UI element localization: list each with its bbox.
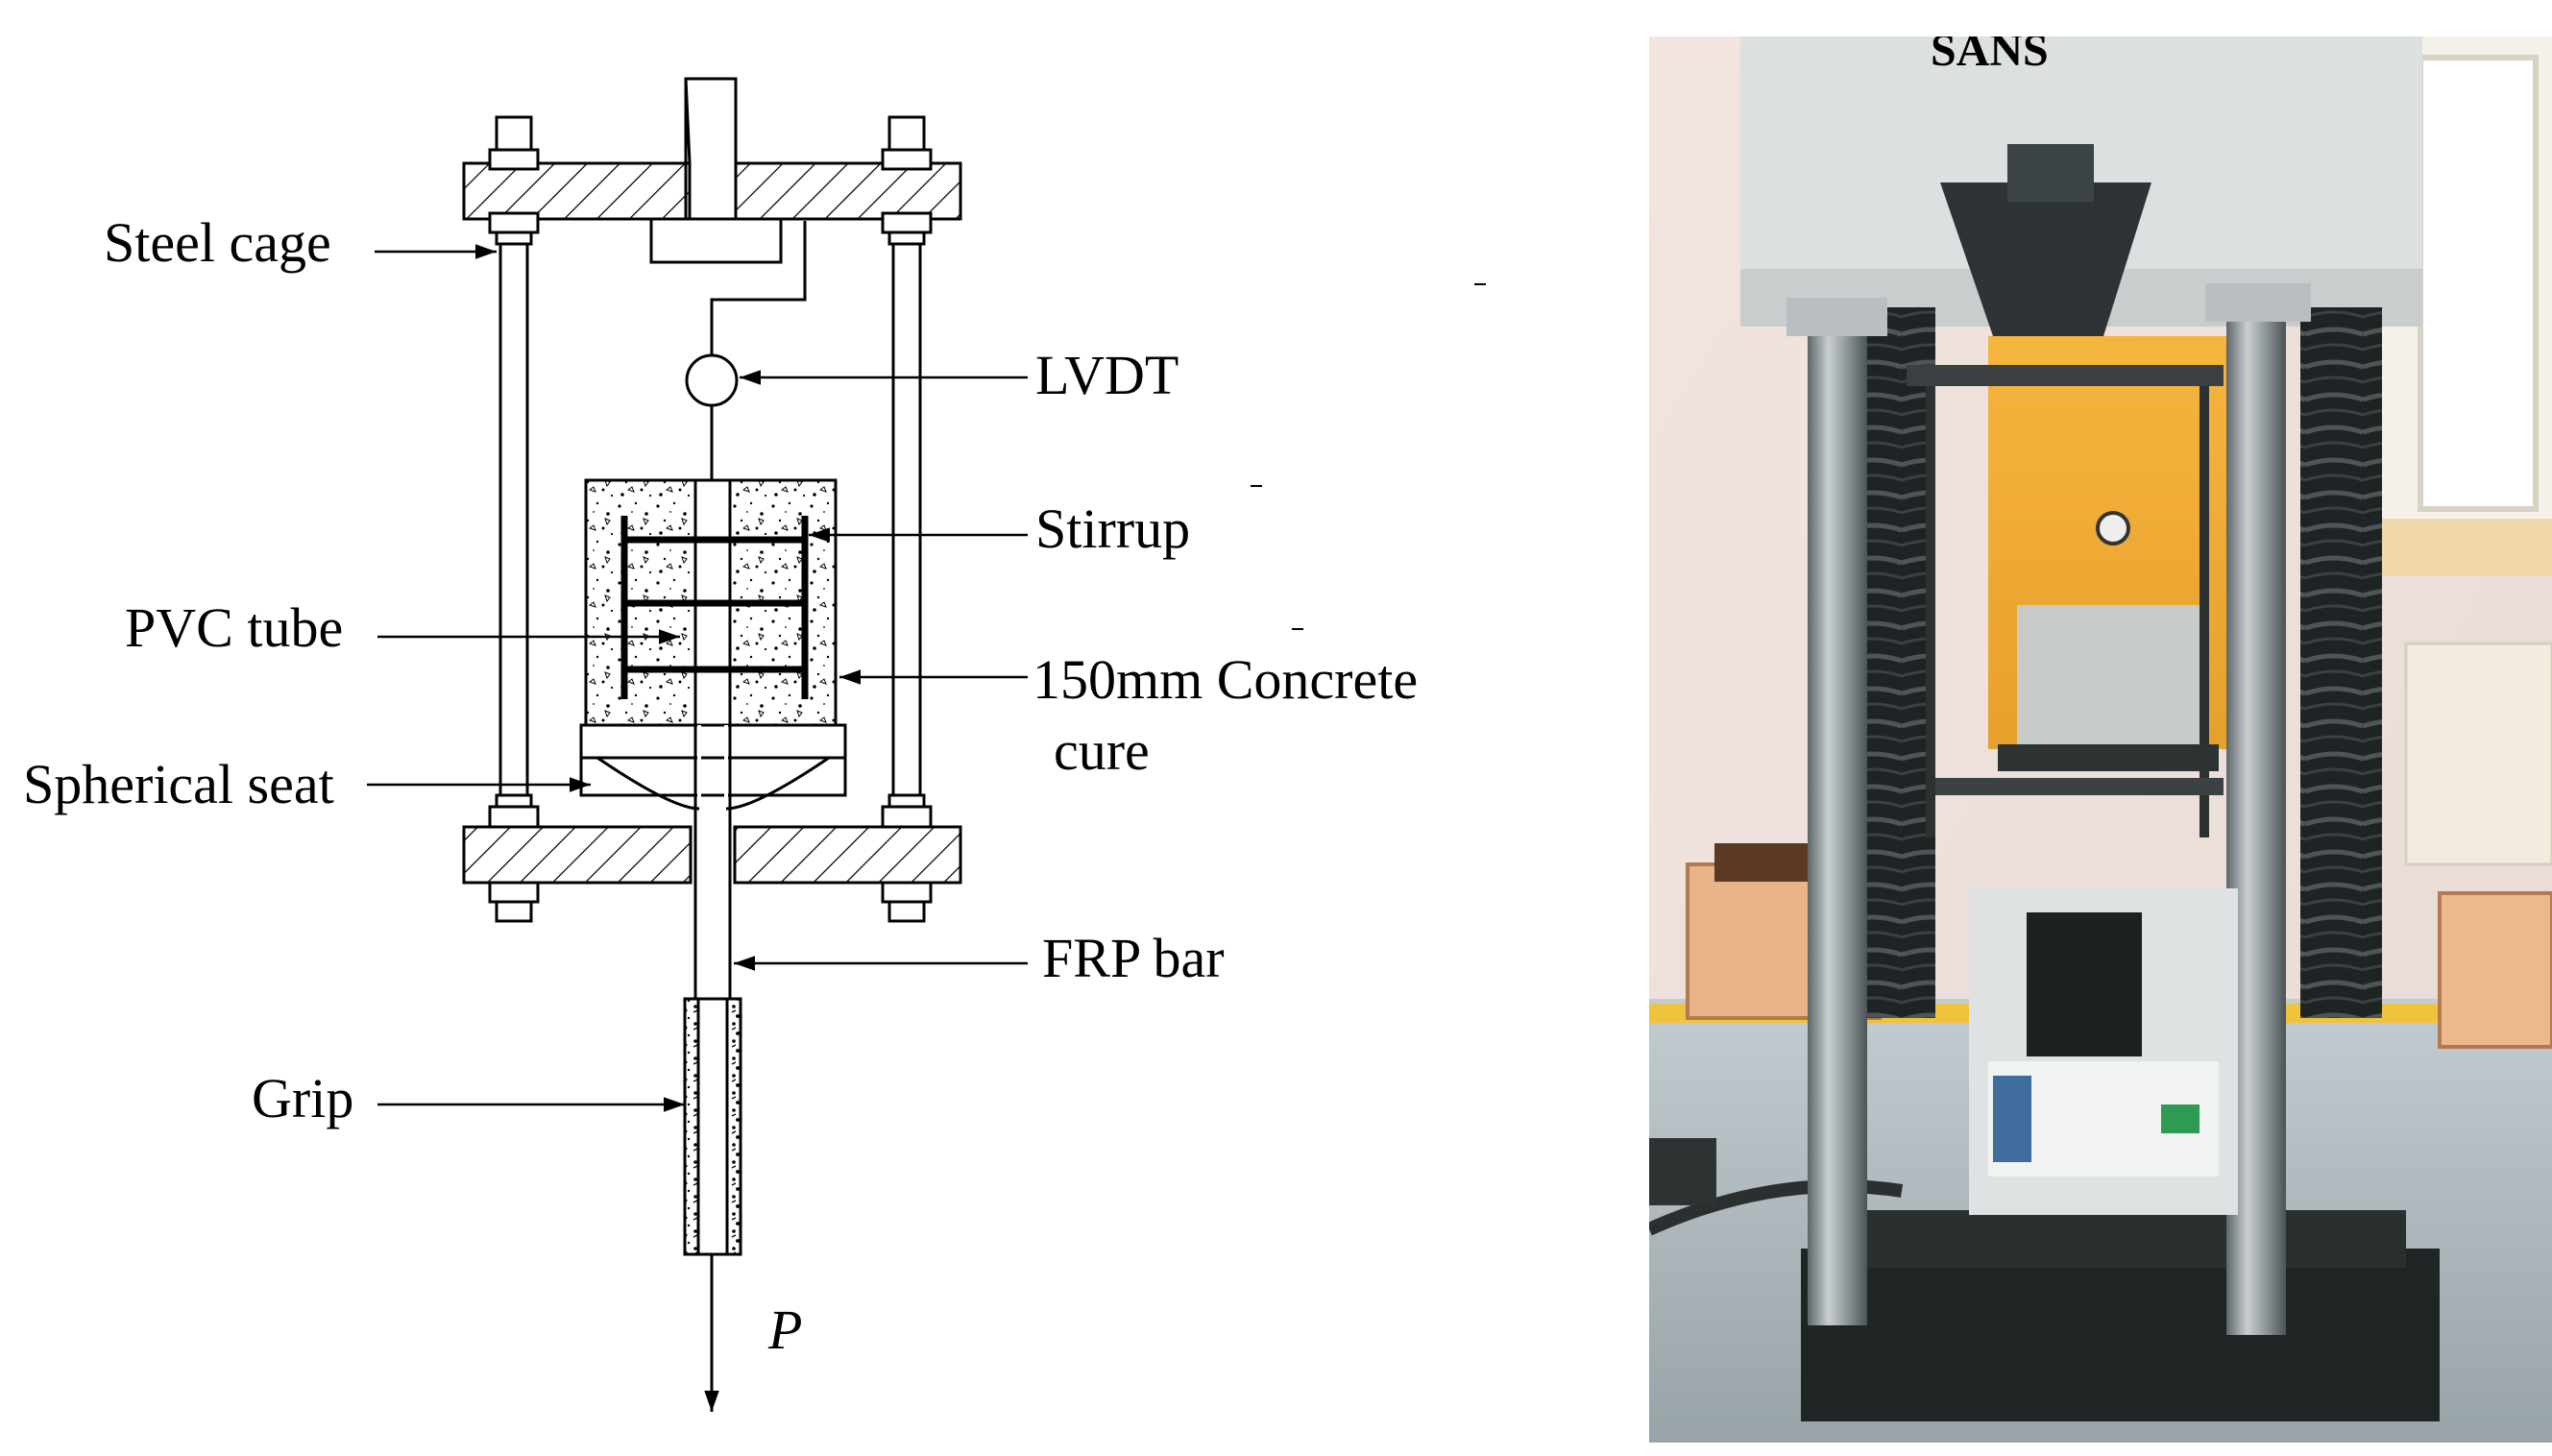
test-machine-photo: SANS bbox=[1649, 25, 2552, 1443]
steel-cage-label: Steel cage bbox=[104, 211, 331, 274]
lvdt-assembly bbox=[685, 221, 807, 480]
grip-label: Grip bbox=[252, 1067, 353, 1129]
stray-marks bbox=[1251, 283, 1486, 630]
leader-lines bbox=[367, 244, 1028, 1112]
grip bbox=[683, 997, 742, 1256]
schematic-labels: Steel cage LVDT Stirrup PVC tube 150mm C… bbox=[23, 211, 1418, 1361]
schematic bbox=[367, 77, 1486, 1412]
right-tie-rod bbox=[891, 244, 922, 795]
pvc-tube-label: PVC tube bbox=[125, 596, 343, 659]
stirrup bbox=[620, 516, 809, 699]
top-left-nut bbox=[488, 115, 540, 246]
machine-brand: SANS bbox=[1931, 25, 2049, 76]
load-label: P bbox=[767, 1298, 802, 1361]
spherical-seat bbox=[579, 723, 847, 811]
frp-bar bbox=[693, 480, 732, 999]
lvdt-label: LVDT bbox=[1035, 344, 1179, 406]
top-right-nut bbox=[881, 115, 933, 246]
left-tie-rod bbox=[498, 244, 529, 795]
frp-bar-label: FRP bar bbox=[1042, 927, 1225, 989]
stirrup-label: Stirrup bbox=[1035, 497, 1190, 560]
bottom-plate bbox=[462, 793, 962, 923]
concrete-label-line1: 150mm Concrete bbox=[1033, 648, 1418, 711]
spherical-seat-label: Spherical seat bbox=[23, 753, 334, 815]
top-plate bbox=[462, 77, 962, 264]
concrete-label-line2: cure bbox=[1054, 719, 1150, 782]
